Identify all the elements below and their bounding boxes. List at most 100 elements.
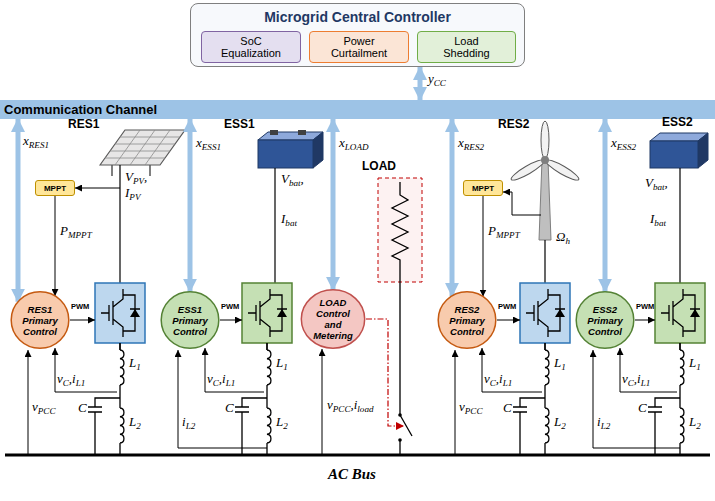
ellipse-outline (576, 292, 634, 348)
load-controller: LOAD Control and Metering (300, 288, 366, 350)
subscript-part: RES2 (464, 142, 484, 152)
text-part: x (196, 135, 202, 150)
primary-controller: ESS2 Primary Control (575, 290, 635, 350)
signal-name: C (503, 401, 512, 415)
subscript-part: L1 (226, 378, 236, 388)
signal-name: L2 (276, 415, 288, 431)
unit-name: ESS2 (662, 116, 693, 129)
communication-link (418, 67, 423, 100)
pv-panel (149, 165, 151, 176)
battery-ess1 (258, 132, 323, 140)
signal-name: Ibat (650, 212, 666, 228)
text-part: y (428, 71, 434, 86)
subscript-part: MPPT (496, 230, 520, 240)
node-text: RES1 Primary Control (16, 304, 64, 337)
signal-name: C (78, 401, 87, 415)
wind-turbine (544, 157, 581, 183)
load-resistor (399, 440, 400, 455)
text-part: v (327, 397, 333, 412)
power-reference-arrow (55, 196, 56, 296)
signal-name: vPCC (32, 400, 55, 416)
subscript-part: L1 (641, 378, 651, 388)
signal-name: Vbat, (645, 176, 668, 192)
pwm-signal (220, 320, 242, 321)
text-part: L (689, 414, 696, 429)
inductor-l1 (120, 343, 124, 385)
signal-name: L2 (689, 415, 701, 431)
text-part: I (281, 211, 285, 226)
text-part: v (32, 399, 38, 414)
text-part: L (276, 355, 283, 370)
battery-ess2 (698, 133, 708, 168)
capacitor-symbol (235, 398, 267, 455)
signal-name: PWM (221, 303, 239, 311)
bus-name: AC Bus (328, 466, 376, 483)
wire (119, 343, 120, 350)
subscript-part: 1 (696, 362, 701, 372)
subscript-part: C (628, 378, 634, 388)
text-part: ,i (350, 397, 357, 412)
signal-name: L1 (129, 356, 141, 372)
ellipse-outline (161, 292, 219, 348)
battery-ess1 (258, 140, 313, 168)
edge-label: xRES2 (458, 136, 484, 152)
subscript-part: PV (133, 176, 144, 186)
power-reference-arrow (483, 196, 484, 297)
text-part: I (125, 185, 129, 200)
subscript-part: PV (129, 192, 140, 202)
mppt-box: MPPT (35, 180, 75, 196)
signal-name: L1 (689, 356, 701, 372)
communication-link (16, 119, 21, 302)
feedback-line (28, 350, 29, 455)
wind-turbine (541, 121, 549, 159)
diode-symbol (277, 309, 287, 317)
function-box: SoC Equalization (201, 31, 301, 63)
pv-panel (100, 130, 185, 165)
signal-name: C (638, 401, 647, 415)
signal-name: vPCC (459, 400, 482, 416)
subscript-part: CC (434, 78, 446, 88)
pv-panel (119, 165, 120, 283)
capacitor-symbol (513, 398, 545, 455)
feedback-line (178, 350, 267, 448)
feedback-line (482, 348, 542, 392)
inductor-l2 (545, 385, 549, 455)
text-part: V (125, 169, 133, 184)
subscript-part: bat (654, 218, 666, 228)
subscript-part: 2 (136, 421, 141, 431)
diode-symbol (555, 309, 565, 317)
signal-name: IPV (125, 186, 140, 202)
signal-name: PWM (636, 303, 654, 311)
text-part: L (689, 355, 696, 370)
text-part: v (622, 371, 628, 386)
converter-box (520, 283, 570, 343)
text-part: ,i (69, 371, 76, 386)
subscript-part: LOAD (345, 142, 369, 152)
signal-name: iL2 (182, 415, 195, 431)
ellipse-outline (438, 292, 496, 348)
pv-panel (111, 165, 113, 176)
feedback-line (593, 350, 680, 448)
function-box: Power Curtailment (309, 31, 409, 63)
diode-symbol (130, 309, 140, 317)
pwm-signal (497, 320, 520, 321)
subscript-part: 2 (696, 421, 701, 431)
edge-label: PMPPT (60, 224, 92, 240)
subscript-part: load (357, 404, 373, 414)
ac-bus-line (5, 454, 710, 457)
primary-controller: RES1 Primary Control (10, 290, 70, 350)
text-part: P (60, 223, 68, 238)
inductor-l1 (267, 343, 271, 385)
diode-symbol (690, 309, 700, 317)
edge-label: xESS1 (196, 136, 221, 152)
node-text: ESS2 Primary Control (581, 304, 629, 337)
text-part: x (611, 135, 617, 150)
converter-box (655, 283, 705, 343)
signal-name: vC,iL1 (57, 372, 85, 388)
text-part: L (129, 414, 136, 429)
subscript-part: bat (285, 218, 297, 228)
edge-label: xESS2 (611, 136, 636, 152)
inductor-l2 (680, 385, 684, 455)
inductor-l2 (267, 385, 271, 455)
